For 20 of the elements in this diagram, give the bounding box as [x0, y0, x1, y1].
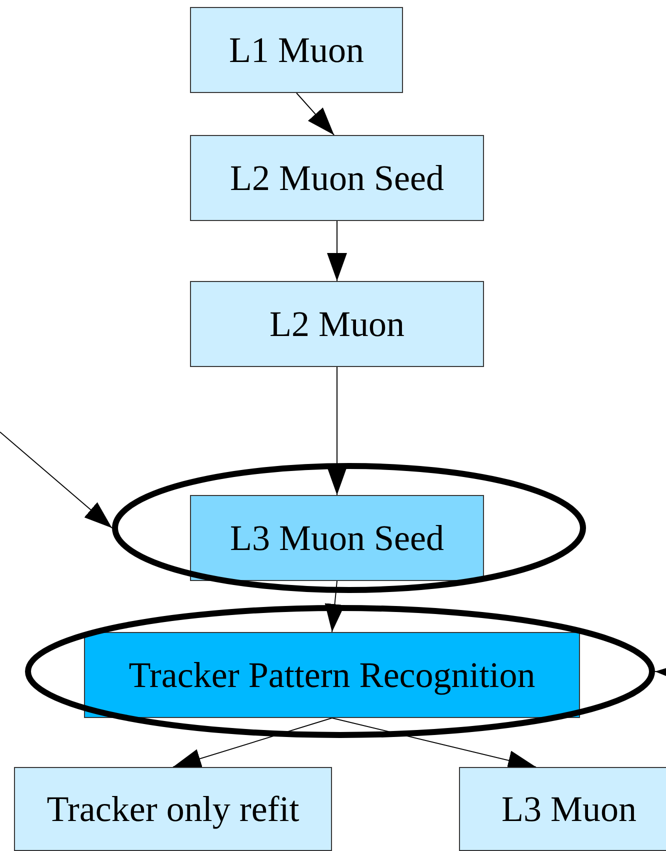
node-label: L3 Muon Seed [230, 517, 444, 559]
arrow [0, 432, 112, 528]
node-label: L2 Muon Seed [230, 157, 444, 199]
arrow [327, 220, 347, 282]
arrow [327, 366, 347, 496]
process-box [190, 135, 484, 221]
node-label: L2 Muon [270, 303, 404, 345]
node-label: L1 Muon [229, 29, 364, 71]
node-label: L3 Muon [502, 788, 636, 830]
process-box [190, 495, 484, 581]
node-label: Tracker only refit [46, 788, 300, 830]
process-box [14, 767, 332, 851]
arrow [296, 92, 335, 136]
process-box [459, 767, 666, 851]
process-box [190, 7, 403, 93]
process-box [84, 632, 580, 718]
node-label: Tracker Pattern Recognition [128, 654, 536, 696]
arrow [324, 580, 345, 632]
process-box [190, 281, 484, 367]
arrow [172, 718, 332, 768]
